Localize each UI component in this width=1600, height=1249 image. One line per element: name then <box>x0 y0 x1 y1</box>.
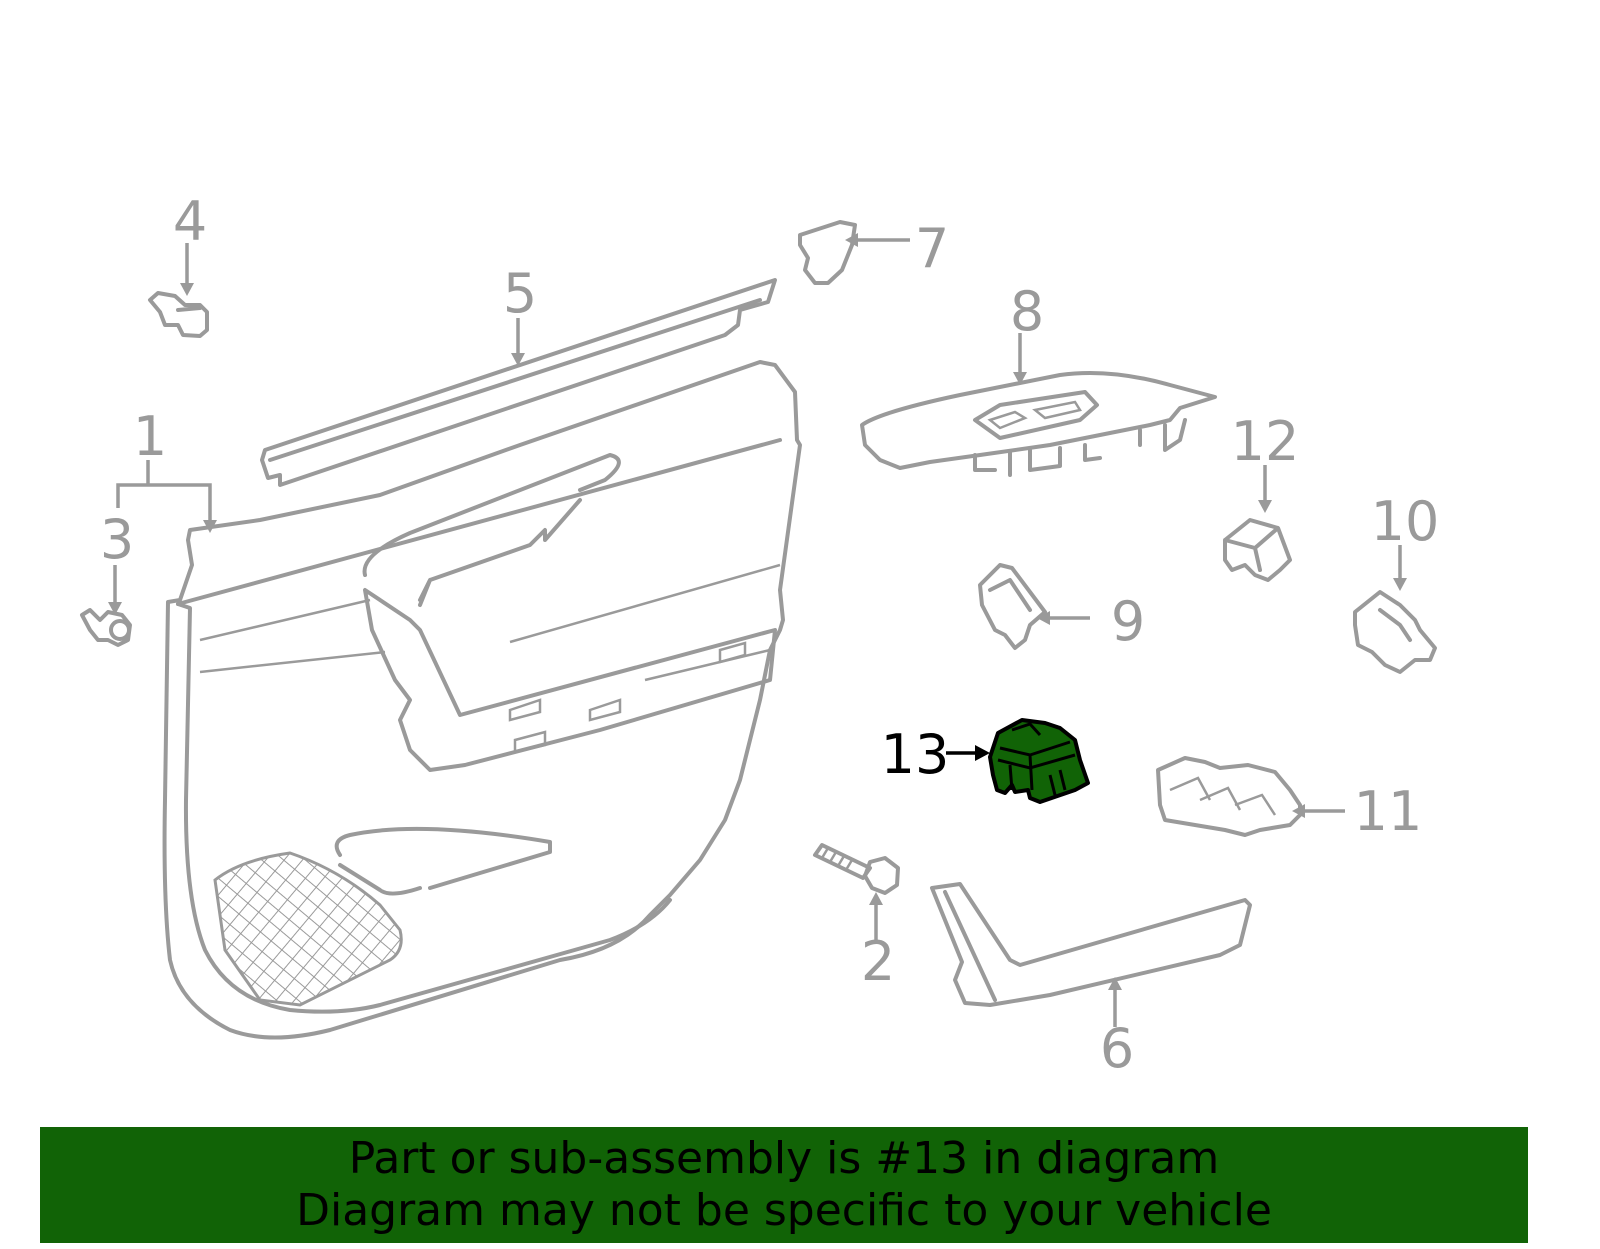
callout-11: 11 <box>1354 780 1423 843</box>
clip-part-4 <box>148 291 209 338</box>
callout-4: 4 <box>173 190 207 253</box>
highlighted-part-13 <box>988 718 1090 804</box>
banner-line-2: Diagram may not be specific to your vehi… <box>296 1185 1272 1236</box>
callout-arrows <box>108 233 1407 1027</box>
armrest-part-6 <box>930 882 1252 1007</box>
callout-13-highlighted: 13 <box>881 723 950 786</box>
switch-bezel-part-8 <box>860 370 1217 477</box>
cover-part-7 <box>798 220 857 285</box>
callout-6: 6 <box>1100 1017 1134 1080</box>
switch-part-9 <box>978 563 1047 650</box>
callout-1: 1 <box>133 405 167 468</box>
callout-10: 10 <box>1371 490 1440 553</box>
callout-2: 2 <box>861 930 895 993</box>
callout-8: 8 <box>1010 280 1044 343</box>
callout-3: 3 <box>100 508 134 571</box>
banner-line-1: Part or sub-assembly is #13 in diagram <box>348 1133 1220 1184</box>
callout-9: 9 <box>1111 590 1145 653</box>
door-trim-panel <box>162 360 802 1040</box>
screw-part-2 <box>813 843 900 895</box>
info-banner: Part or sub-assembly is #13 in diagram D… <box>40 1127 1528 1243</box>
clip-part-3 <box>80 608 132 647</box>
callout-12: 12 <box>1231 410 1300 473</box>
callout-5: 5 <box>503 262 537 325</box>
switch-part-10 <box>1353 590 1437 674</box>
master-switch-part-11 <box>1156 756 1302 837</box>
callout-7: 7 <box>915 217 949 280</box>
belt-moulding <box>260 278 777 487</box>
switch-part-12 <box>1223 518 1292 582</box>
